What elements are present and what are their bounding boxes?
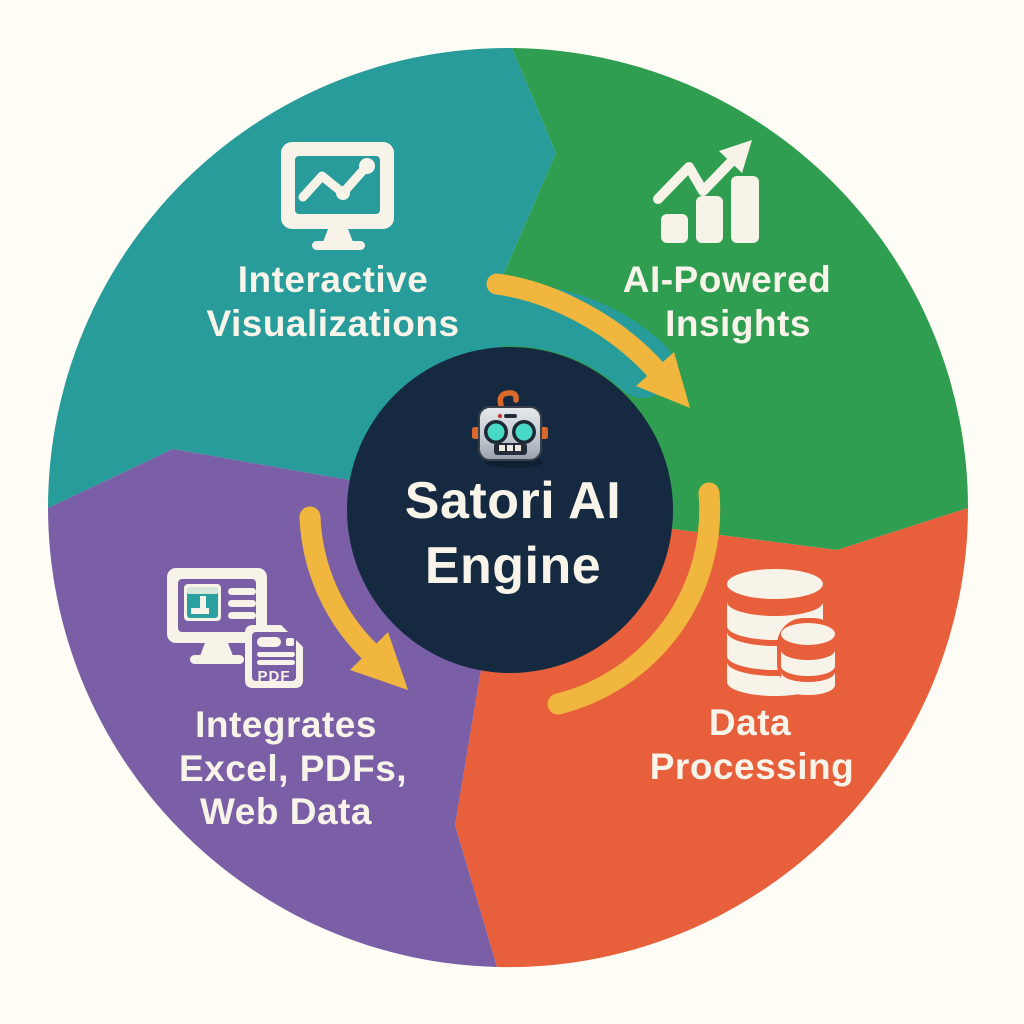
- arrow-to-bottom-left: [299, 506, 408, 690]
- segment-label-line: Insights: [665, 303, 811, 344]
- segment-label-line: AI-Powered: [623, 259, 832, 300]
- arrowhead: [636, 352, 690, 408]
- segment-label-line: Integrates: [195, 704, 377, 745]
- monitor-line-chart-icon: [281, 142, 394, 250]
- segment-label-line: Web Data: [200, 791, 372, 832]
- segment-label-line: Excel, PDFs,: [179, 748, 407, 789]
- center-circle: [347, 347, 673, 673]
- segment-label-line: Visualizations: [206, 303, 459, 344]
- center-title-line1: Satori AI: [405, 472, 621, 530]
- segment-label-line: Data: [709, 702, 791, 743]
- pdf-label: PDF: [258, 668, 291, 685]
- segment-label-line: Interactive: [238, 259, 429, 300]
- database-icon: [727, 569, 840, 696]
- center-title-line2: Engine: [425, 537, 601, 595]
- bar-chart-growth-icon: [653, 140, 759, 243]
- arc-right-connector: [547, 482, 721, 715]
- segment-label-line: Processing: [650, 746, 854, 787]
- robot-icon: [472, 390, 548, 468]
- arrowhead: [719, 140, 752, 173]
- arrow-teal-to-green: [486, 273, 690, 408]
- arrowhead: [350, 632, 408, 690]
- robot-antenna: [497, 390, 519, 408]
- monitor-pdf-document-icon: PDF: [167, 568, 303, 688]
